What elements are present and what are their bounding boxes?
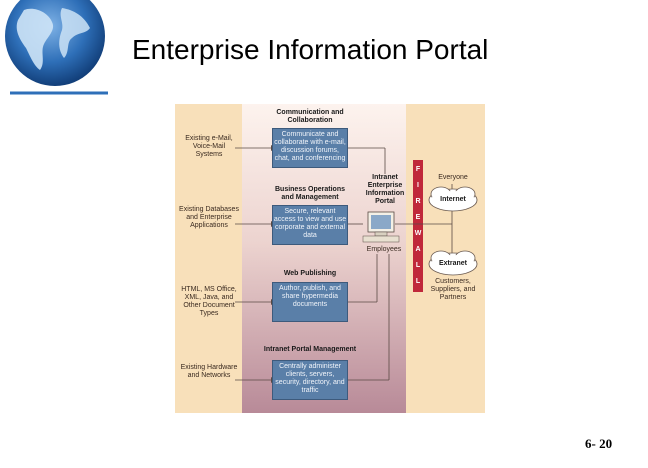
globe-logo [0, 0, 108, 96]
eip-diagram: Existing e-Mail, Voice-Mail Systems Exis… [175, 104, 485, 413]
page-number: 6- 20 [585, 436, 613, 451]
header-portal-management: Intranet Portal Management [263, 346, 357, 353]
header-publishing: Web Publishing [283, 270, 337, 277]
firewall-letter: W [414, 230, 422, 237]
extranet-cloud [428, 250, 478, 276]
computer-icon [362, 211, 400, 243]
label-document-types: HTML, MS Office, XML, Java, and Other Do… [181, 286, 237, 317]
firewall-letter: A [415, 246, 421, 253]
internet-cloud [428, 186, 478, 212]
label-existing-databases: Existing Databases and Enterprise Applic… [179, 206, 239, 229]
slide-title: Enterprise Information Portal [132, 34, 489, 65]
label-internet: Internet [440, 196, 466, 203]
label-existing-hardware: Existing Hardware and Networks [180, 364, 238, 379]
header-communication: Communication and Collaboration [276, 109, 344, 124]
firewall-letter: R [415, 198, 421, 205]
firewall-letter: I [417, 182, 419, 189]
firewall-letter: E [415, 214, 421, 221]
firewall-letter: F [415, 166, 421, 173]
header-business: Business Operations and Management [274, 186, 346, 201]
box-communication: Communicate and collaborate with e-mail,… [272, 128, 348, 168]
label-employees: Employees [366, 246, 402, 253]
label-everyone: Everyone [438, 174, 468, 181]
label-partners: Customers, Suppliers, and Partners [430, 278, 476, 301]
firewall-letter: L [415, 278, 421, 285]
label-existing-email: Existing e-Mail, Voice-Mail Systems [185, 135, 233, 158]
firewall-letter: L [415, 262, 421, 269]
box-publishing: Author, publish, and share hypermedia do… [272, 282, 348, 322]
label-intranet-portal: Intranet Enterprise Information Portal [365, 174, 405, 205]
box-business: Secure, relevant access to view and use … [272, 205, 348, 245]
label-extranet: Extranet [438, 260, 467, 267]
box-portal-management: Centrally administer clients, servers, s… [272, 360, 348, 400]
